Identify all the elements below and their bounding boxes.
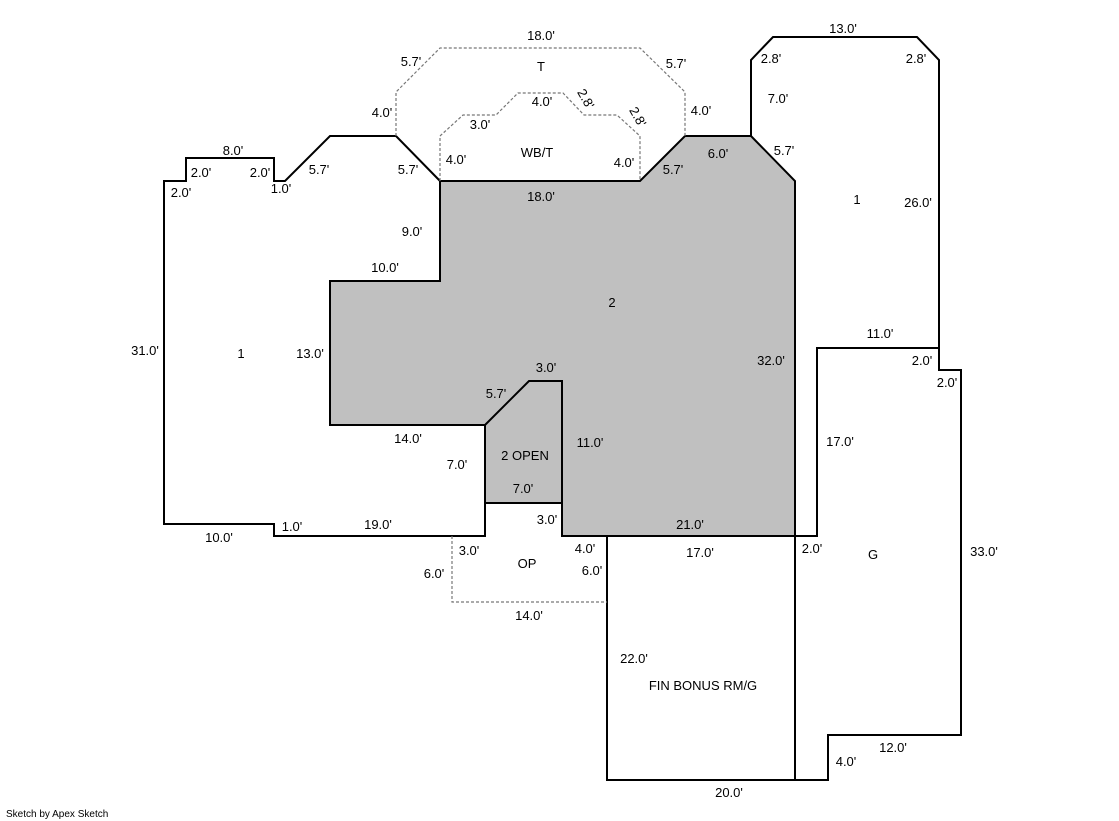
dimension-label: 20.0': [715, 785, 743, 800]
footer-credit: Sketch by Apex Sketch: [6, 809, 109, 820]
dimension-label: 1.0': [271, 181, 292, 196]
dimension-label: 5.7': [401, 54, 422, 69]
dimension-label: 1.0': [282, 519, 303, 534]
dimension-label: 3.0': [537, 512, 558, 527]
dimension-label: 4.0': [446, 152, 467, 167]
dimension-label: 6.0': [582, 563, 603, 578]
dimension-label: 2.0': [937, 375, 958, 390]
dimension-label: 26.0': [904, 195, 932, 210]
dimension-label: 7.0': [447, 457, 468, 472]
dimension-label: 5.7': [663, 162, 684, 177]
dimension-label: 4.0': [575, 541, 596, 556]
dimension-label: 21.0': [676, 517, 704, 532]
dimension-label: 7.0': [513, 481, 534, 496]
dimension-label: 2.8': [761, 51, 782, 66]
dimension-label: 14.0': [515, 608, 543, 623]
t-outline: [395, 47, 686, 136]
dimension-label: 10.0': [205, 530, 233, 545]
area-label-open2: 2 OPEN: [501, 448, 549, 463]
dimension-label: 3.0': [470, 117, 491, 132]
garage-outline: [794, 348, 962, 781]
dimension-label: 10.0': [371, 260, 399, 275]
dimension-label: 5.7': [398, 162, 419, 177]
dimension-label: 6.0': [708, 146, 729, 161]
dimension-label: 4.0': [614, 155, 635, 170]
floor1-left-outline: [163, 135, 486, 537]
bonus-outline: [606, 536, 795, 781]
dimension-label: 13.0': [296, 346, 324, 361]
dimension-label: 12.0': [879, 740, 907, 755]
dimension-label: 13.0': [829, 21, 857, 36]
dimension-label: 19.0': [364, 517, 392, 532]
dimension-label: 5.7': [486, 386, 507, 401]
open-diagonal: [484, 380, 563, 503]
dimension-label: 17.0': [826, 434, 854, 449]
dimension-label: 2.0': [802, 541, 823, 556]
dimension-label: 2.0': [250, 165, 271, 180]
dimension-label: 5.7': [309, 162, 330, 177]
dimension-label: 4.0': [691, 103, 712, 118]
floor1-right-outline: [750, 36, 940, 537]
dimension-label: 6.0': [424, 566, 445, 581]
dimension-label: 4.0': [836, 754, 857, 769]
floor2-area: [329, 135, 796, 537]
area-label-op: OP: [518, 556, 537, 571]
dimension-label: 11.0': [867, 326, 894, 341]
area-label-floor2: 2: [608, 295, 615, 310]
dimension-label: 3.0': [459, 543, 480, 558]
dimension-label: 14.0': [394, 431, 422, 446]
dimension-label: 2.0': [171, 185, 192, 200]
area-label-floor1_right: 1: [853, 192, 860, 207]
area-label-wbt: WB/T: [521, 145, 554, 160]
dimension-label: 8.0': [223, 143, 244, 158]
dimension-label: 11.0': [577, 435, 604, 450]
dimension-label: 31.0': [131, 343, 159, 358]
op-outline: [451, 536, 607, 603]
dimension-label: 2.8': [626, 104, 649, 129]
dimension-label: 2.0': [191, 165, 212, 180]
dimension-label: 4.0': [532, 94, 553, 109]
area-label-garage: G: [868, 547, 878, 562]
dimension-label: 32.0': [757, 353, 785, 368]
dimension-label: 22.0': [620, 651, 648, 666]
dimension-label: 5.7': [666, 56, 687, 71]
dimension-label: 17.0': [686, 545, 714, 560]
dimension-label: 4.0': [372, 105, 393, 120]
dimension-label: 33.0': [970, 544, 998, 559]
dimension-label: 2.8': [906, 51, 927, 66]
area-label-floor1_left: 1: [237, 346, 244, 361]
area-label-t: T: [537, 59, 545, 74]
dimension-label: 18.0': [527, 189, 555, 204]
wbt-outline: [439, 92, 641, 181]
dimension-label: 3.0': [536, 360, 557, 375]
dimension-label: 7.0': [768, 91, 789, 106]
area-label-bonus: FIN BONUS RM/G: [649, 678, 757, 693]
dimension-label: 2.0': [912, 353, 933, 368]
dimension-label: 9.0': [402, 224, 423, 239]
dimension-label: 5.7': [774, 143, 795, 158]
dimension-label: 18.0': [527, 28, 555, 43]
